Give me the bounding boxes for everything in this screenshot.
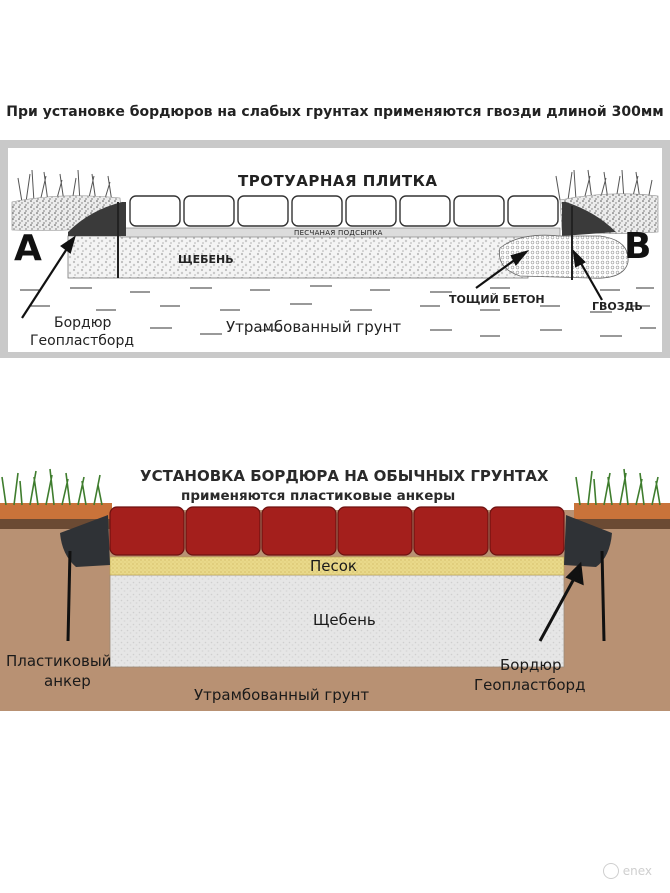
grass-right — [555, 169, 653, 201]
crushed-stone-layer — [67, 235, 529, 279]
sand-label: Песок — [310, 557, 357, 575]
crushed-stone-label: ЩЕБЕНЬ — [178, 253, 234, 266]
watermark-text: еnex — [622, 864, 652, 878]
arrows-weak — [21, 235, 603, 319]
sand-bedding-label: ПЕСЧАНАЯ ПОДСЫПКА — [294, 229, 383, 237]
watermark: еnex — [602, 863, 652, 879]
border-label-line2: Геопластборд — [30, 333, 135, 349]
point-b-label: B — [624, 226, 652, 267]
point-a-label: A — [14, 228, 42, 269]
watermark-logo-icon — [602, 863, 619, 879]
normal-soil-subtitle: применяются пластиковые анкеры — [181, 488, 456, 504]
page-caption: При установке бордюров на слабых грунтах… — [6, 104, 664, 120]
border-label-2-line1: Бордюр — [500, 656, 562, 674]
bottom-edge — [0, 711, 670, 715]
compacted-soil-label-2: Утрамбованный грунт — [194, 686, 370, 704]
curb-left-plastic — [60, 515, 110, 567]
grass-right-green — [575, 468, 661, 506]
lean-concrete-label: ТОЩИЙ БЕТОН — [449, 293, 545, 306]
anchor-label-line1: Пластиковый — [6, 652, 112, 670]
crushed-stone-label-2: Щебень — [313, 611, 376, 629]
border-label-2-line2: Геопластборд — [474, 676, 586, 694]
curb-left — [68, 202, 126, 236]
anchor-right — [600, 550, 606, 642]
curb-right-plastic — [564, 515, 612, 567]
weak-soil-cross-section — [0, 140, 670, 358]
topsoil-right-band — [574, 503, 670, 521]
anchor-label-line2: анкер — [44, 672, 91, 690]
paving-tiles — [129, 195, 559, 227]
normal-soil-title: УСТАНОВКА БОРДЮРА НА ОБЫЧНЫХ ГРУНТАХ — [140, 467, 549, 485]
anchor-left — [66, 550, 72, 642]
normal-soil-cross-section — [0, 468, 670, 715]
compacted-soil-label: Утрамбованный грунт — [226, 318, 402, 336]
topsoil-left-dark — [0, 519, 110, 529]
tile-title: ТРОТУАРНАЯ ПЛИТКА — [238, 172, 438, 190]
topsoil-left-band — [0, 503, 112, 521]
topsoil-right-dark — [574, 519, 670, 529]
curb-right — [562, 202, 616, 236]
lean-concrete-blob — [499, 234, 629, 279]
grass-left-green — [1, 468, 103, 506]
compacted-soil-hatching — [20, 285, 656, 337]
nail-label: ГВОЗДЬ — [592, 300, 643, 313]
border-label-line1: Бордюр — [54, 315, 112, 331]
red-paving-stones — [109, 506, 565, 556]
grass-left — [17, 169, 113, 203]
sand-layer — [109, 556, 565, 576]
arrow-curb — [538, 561, 584, 642]
